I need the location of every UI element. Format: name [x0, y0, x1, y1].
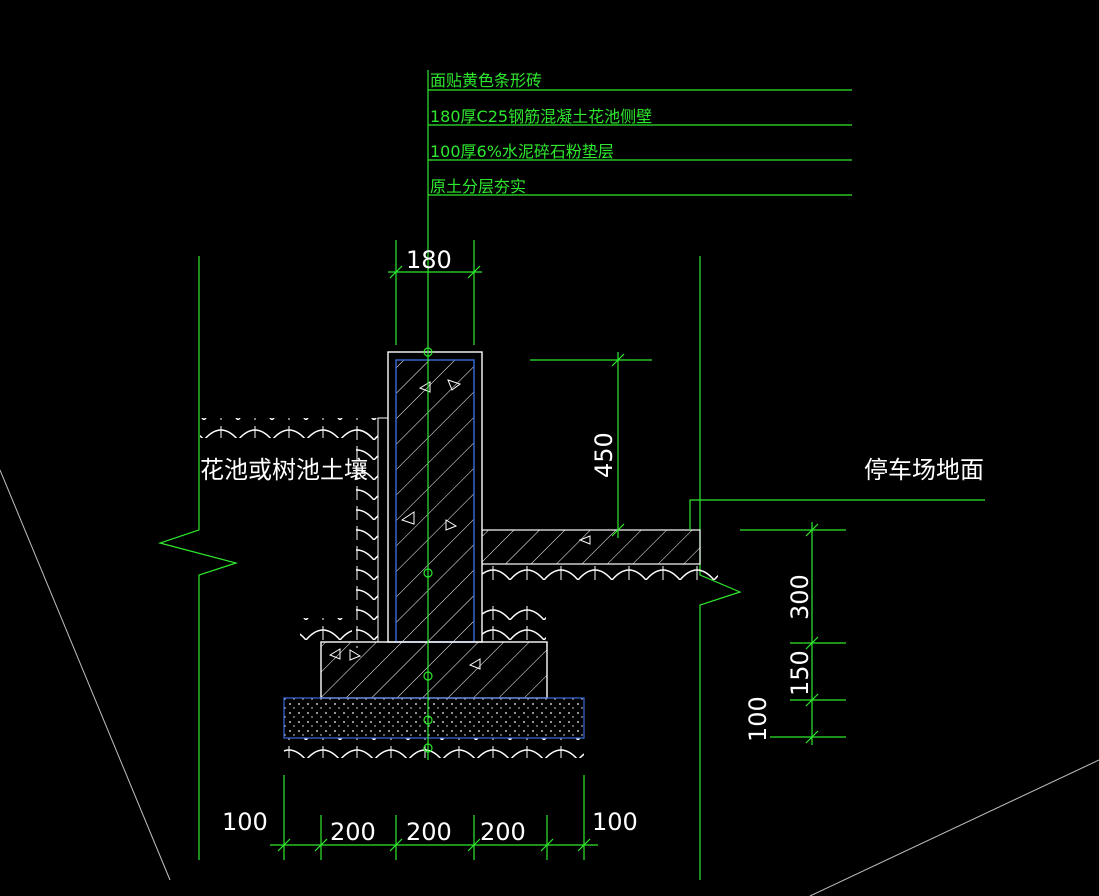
label-parking: 停车场地面 [864, 456, 984, 484]
dim-bottom-200a: 200 [330, 818, 376, 846]
label-layer2: 180厚C25钢筋混凝土花池侧壁 [430, 107, 652, 126]
soil-left [200, 418, 378, 648]
dim-180-text: 180 [406, 246, 452, 274]
parking-leader [689, 499, 985, 530]
dim-bottom-200b: 200 [406, 818, 452, 846]
footing [320, 641, 548, 699]
base-cushion [283, 697, 585, 739]
earth-under-slab [476, 566, 718, 586]
label-layer1: 面贴黄色条形砖 [430, 71, 542, 90]
dim-300-text: 300 [786, 574, 814, 620]
dim-right-stack [740, 522, 846, 745]
dim-150-text: 150 [786, 650, 814, 696]
leader-vertical [423, 70, 433, 760]
leader-horizontals [428, 89, 852, 196]
dim-bottom-left: 100 [222, 808, 268, 836]
dim-bottom-200c: 200 [480, 818, 526, 846]
dim-100-text: 100 [744, 696, 772, 742]
dim-180 [388, 240, 482, 345]
dim-bottom-chain [270, 775, 598, 860]
dim-450 [530, 352, 652, 538]
break-lines [157, 256, 742, 880]
label-layer3: 100厚6%水泥碎石粉垫层 [430, 142, 614, 161]
earth-around-footing [300, 618, 352, 642]
concrete-marks [328, 379, 591, 670]
parking-slab [473, 529, 701, 565]
earth-under-base [284, 738, 584, 758]
planter-wall [377, 351, 483, 643]
label-soil: 花池或树池土壤 [200, 456, 368, 484]
background-lines [0, 469, 1099, 896]
dim-450-text: 450 [590, 432, 618, 478]
label-layer4: 原土分层夯实 [430, 177, 526, 196]
dim-bottom-right: 100 [592, 808, 638, 836]
earth-around-footing-r [476, 600, 546, 640]
